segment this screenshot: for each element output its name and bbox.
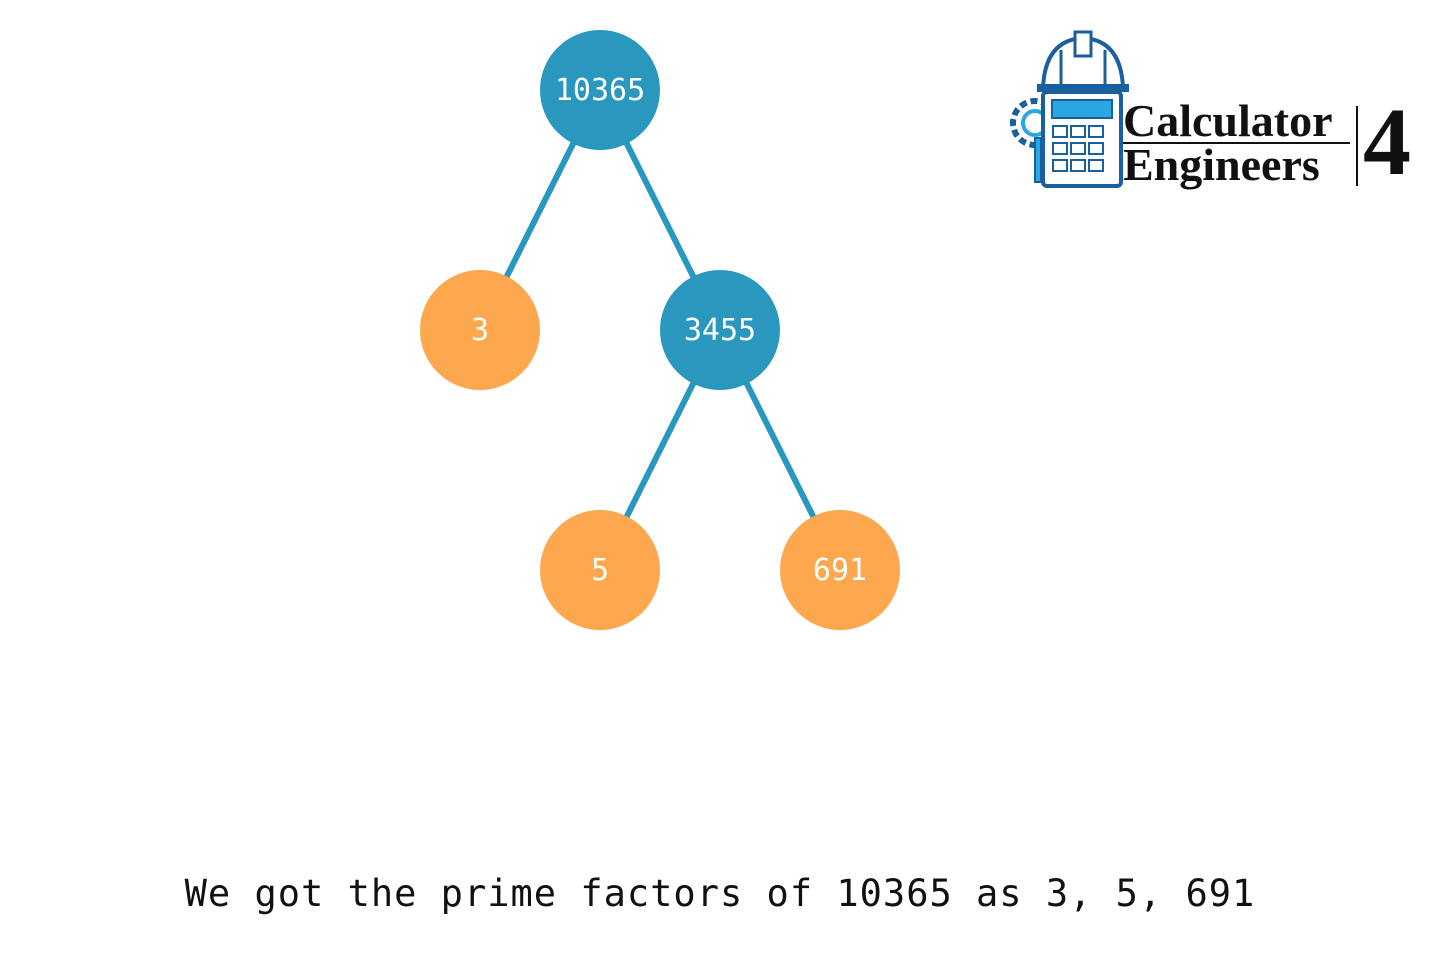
node-label: 5 (591, 553, 609, 588)
tree-node-3: 3 (420, 270, 540, 390)
node-label: 3 (471, 313, 489, 348)
brand-logo: Calculator Engineers 4 (1005, 28, 1425, 198)
composite-node-circle (660, 270, 780, 390)
tree-node-3455: 3455 (660, 270, 780, 390)
node-label: 691 (813, 553, 867, 588)
prime-node-circle (780, 510, 900, 630)
result-caption: We got the prime factors of 10365 as 3, … (184, 872, 1256, 915)
logo-number: 4 (1363, 88, 1411, 195)
logo-line2: Engineers (1123, 139, 1320, 190)
prime-node-circle (420, 270, 540, 390)
node-label: 3455 (684, 313, 756, 348)
node-label: 10365 (555, 73, 645, 108)
calculator-hardhat-gear-icon (1010, 30, 1129, 188)
tree-node-691: 691 (780, 510, 900, 630)
composite-node-circle (540, 30, 660, 150)
prime-node-circle (540, 510, 660, 630)
logo-line1: Calculator (1123, 95, 1333, 146)
tree-node-5: 5 (540, 510, 660, 630)
tree-node-10365: 10365 (540, 30, 660, 150)
